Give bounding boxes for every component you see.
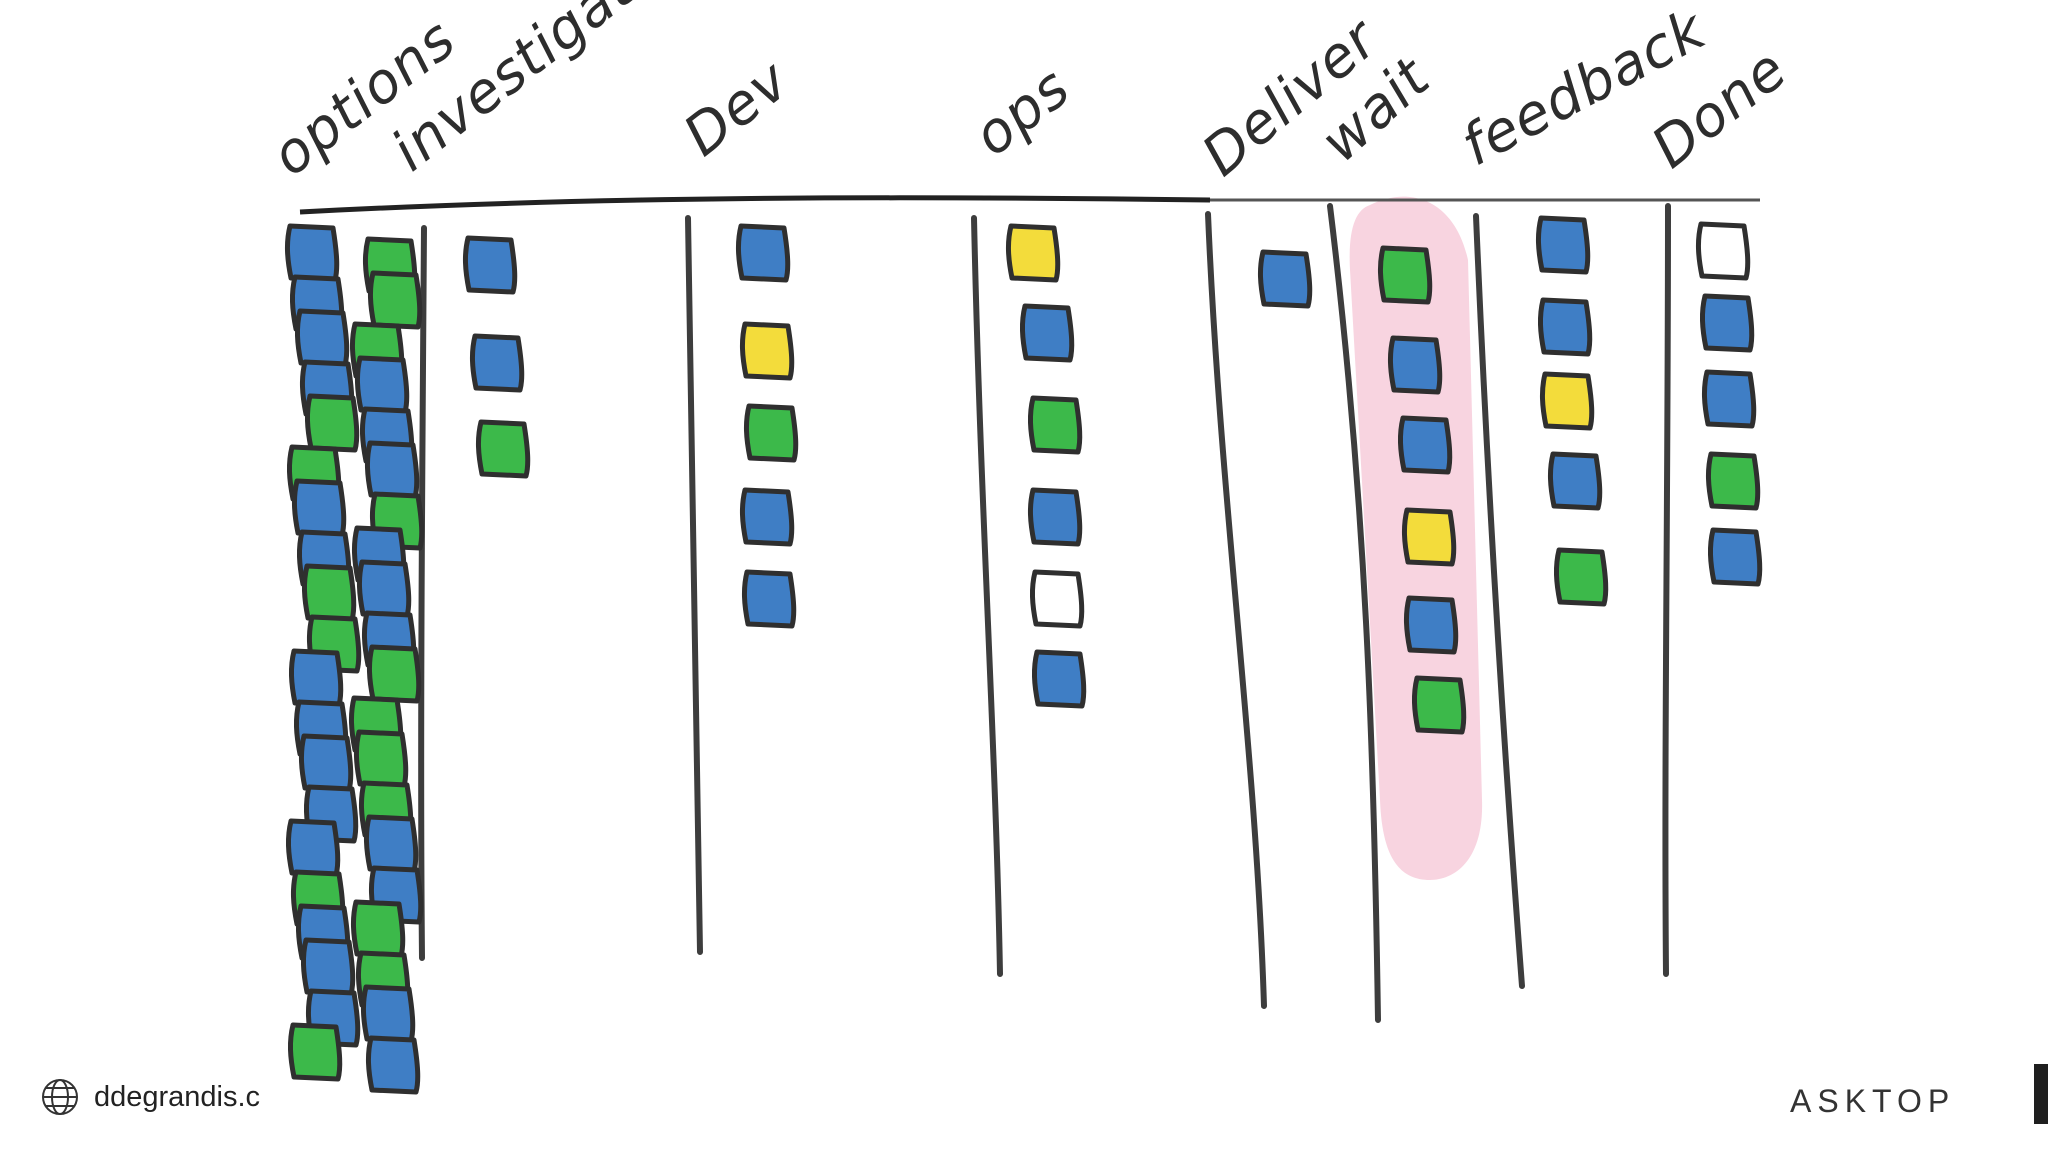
divider-5 <box>1327 203 1381 1023</box>
card-blue <box>463 235 518 295</box>
card-blue <box>1028 487 1083 547</box>
footer-brand: ASKTOP <box>1790 1083 1956 1119</box>
card-blue <box>1708 527 1763 587</box>
card-green <box>367 644 422 704</box>
card-green <box>351 899 406 959</box>
card-yellow <box>1402 507 1457 567</box>
card-green <box>1706 451 1761 511</box>
card-blue <box>740 487 795 547</box>
card-blue <box>1388 335 1443 395</box>
card-blue <box>355 355 410 415</box>
card-green <box>1554 547 1609 607</box>
corner-bar <box>2034 1064 2048 1124</box>
card-green <box>476 419 531 479</box>
card-green <box>1378 245 1433 305</box>
card-yellow <box>1540 371 1595 431</box>
card-blue <box>301 937 356 997</box>
card-blue <box>1020 303 1075 363</box>
card-blue <box>1538 297 1593 357</box>
divider-3 <box>971 215 1003 977</box>
card-blue <box>285 223 340 283</box>
card-green <box>1412 675 1467 735</box>
card-blue <box>361 984 416 1044</box>
card-blue <box>357 559 412 619</box>
card-blue <box>1258 249 1313 309</box>
cards-layer <box>285 215 1763 1095</box>
card-blue <box>292 478 347 538</box>
card-blue <box>1548 451 1603 511</box>
card-empty <box>1030 569 1085 629</box>
card-blue <box>742 569 797 629</box>
card-blue <box>299 733 354 793</box>
globe-icon <box>42 1079 78 1115</box>
header-line <box>299 195 1211 215</box>
card-green <box>305 393 360 453</box>
card-green <box>1028 395 1083 455</box>
footer-site: ddegrandis.c <box>40 1077 260 1117</box>
divider-6 <box>1473 213 1525 989</box>
card-blue <box>736 223 791 283</box>
card-blue <box>289 648 344 708</box>
card-green <box>288 1022 343 1082</box>
card-green <box>744 403 799 463</box>
divider-4 <box>1205 211 1267 1009</box>
card-green <box>354 729 409 789</box>
card-blue <box>364 814 419 874</box>
card-green <box>302 563 357 623</box>
divider-2 <box>685 215 703 955</box>
card-blue <box>1700 293 1755 353</box>
card-yellow <box>740 321 795 381</box>
card-green <box>368 270 423 330</box>
divider-7 <box>1662 203 1671 977</box>
card-blue <box>470 333 525 393</box>
card-empty <box>1696 221 1751 281</box>
card-blue <box>1404 595 1459 655</box>
card-blue <box>295 308 350 368</box>
card-yellow <box>1006 223 1061 283</box>
card-blue <box>1702 369 1757 429</box>
card-blue <box>365 440 420 500</box>
card-blue <box>1398 415 1453 475</box>
divider-1 <box>418 225 427 961</box>
footer-site-text: ddegrandis.c <box>94 1080 261 1113</box>
card-blue <box>366 1035 421 1095</box>
card-blue <box>1032 649 1087 709</box>
card-blue <box>286 818 341 878</box>
card-blue <box>1536 215 1591 275</box>
